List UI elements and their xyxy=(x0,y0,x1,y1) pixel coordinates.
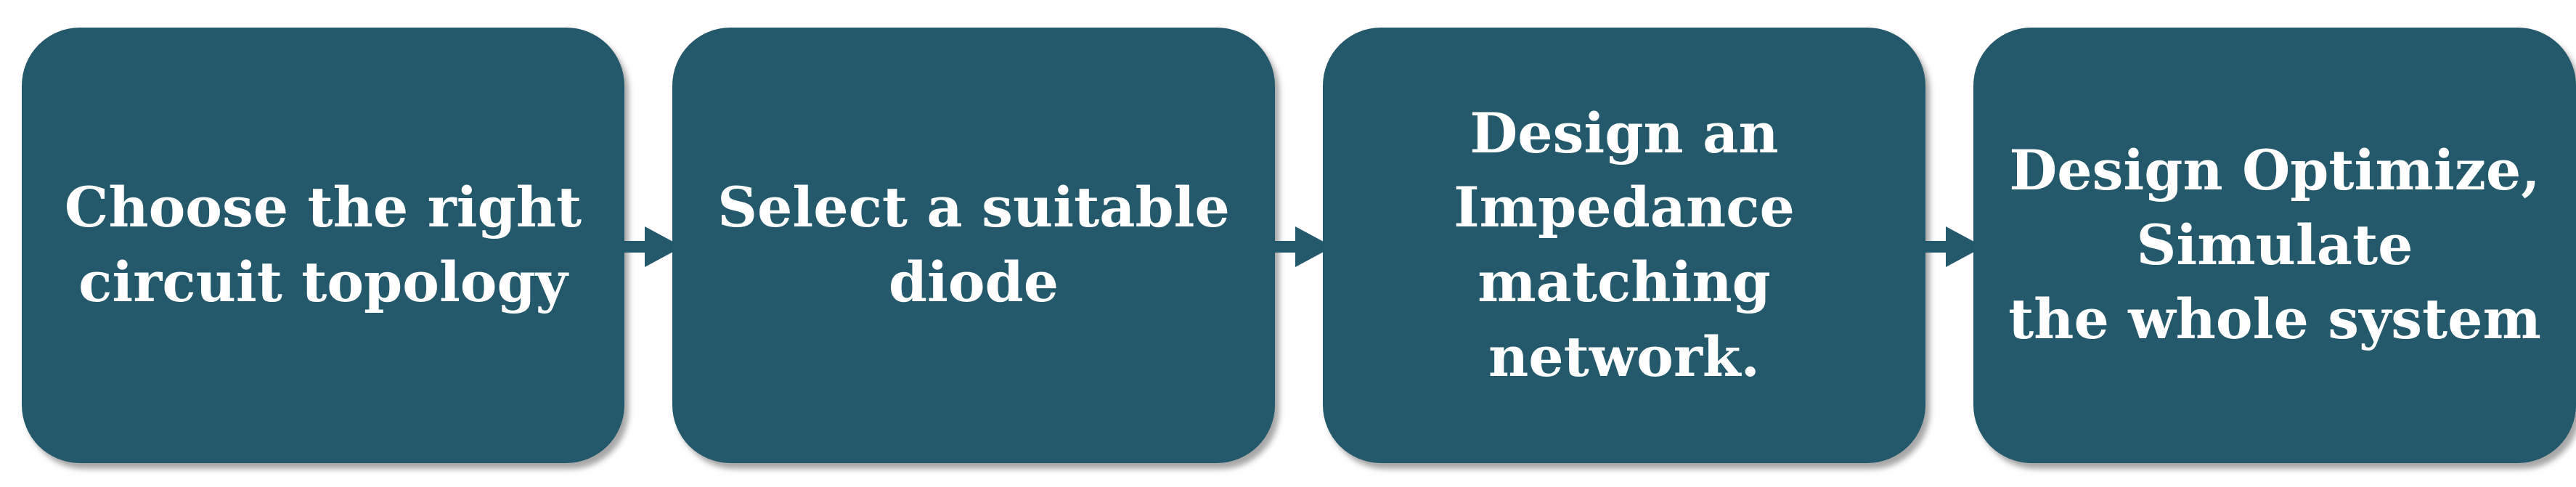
step-box-optimize-simulate: Design Optimize, Simulate the whole syst… xyxy=(1973,28,2576,463)
step-label: Select a suitable diode xyxy=(717,175,1230,314)
arrow-icon xyxy=(1911,226,1984,267)
arrow-icon xyxy=(610,226,682,267)
step-box-choose-topology: Choose the right circuit topology xyxy=(22,28,624,463)
step-box-impedance-matching: Design an Impedance matching network. xyxy=(1323,28,1925,463)
step-label: Design an Impedance matching network. xyxy=(1454,100,1795,389)
step-label: Choose the right circuit topology xyxy=(64,175,582,314)
step-label: Design Optimize, Simulate the whole syst… xyxy=(2008,138,2541,352)
arrow-icon xyxy=(1260,226,1333,267)
step-box-select-diode: Select a suitable diode xyxy=(672,28,1275,463)
